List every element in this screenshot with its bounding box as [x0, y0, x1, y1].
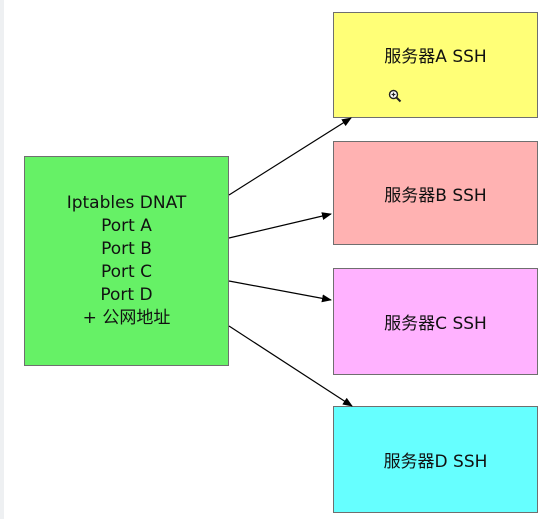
server-a-box: 服务器A SSH — [333, 12, 538, 118]
source-line-2: Port A — [101, 216, 152, 236]
server-d-box: 服务器D SSH — [333, 406, 538, 513]
server-d-label: 服务器D SSH — [383, 452, 488, 472]
zoom-in-icon[interactable] — [388, 89, 402, 103]
server-c-box: 服务器C SSH — [333, 268, 538, 375]
server-c-label: 服务器C SSH — [384, 314, 487, 334]
server-a-label: 服务器A SSH — [384, 46, 487, 67]
arrow-to-server-b — [228, 212, 332, 239]
source-line-3: Port B — [101, 239, 152, 259]
source-line-4: Port C — [101, 262, 152, 282]
arrow-to-server-d — [228, 325, 353, 407]
server-b-box: 服务器B SSH — [333, 141, 538, 245]
arrow-to-server-c — [228, 280, 332, 303]
iptables-dnat-box: Iptables DNAT Port A Port B Port C Port … — [24, 156, 229, 366]
left-edge-strip — [0, 0, 4, 519]
source-line-6: + 公网地址 — [82, 308, 171, 328]
server-b-label: 服务器B SSH — [384, 185, 487, 206]
arrow-to-server-a — [228, 117, 352, 196]
source-line-1: Iptables DNAT — [66, 193, 187, 213]
source-line-5: Port D — [100, 285, 153, 305]
